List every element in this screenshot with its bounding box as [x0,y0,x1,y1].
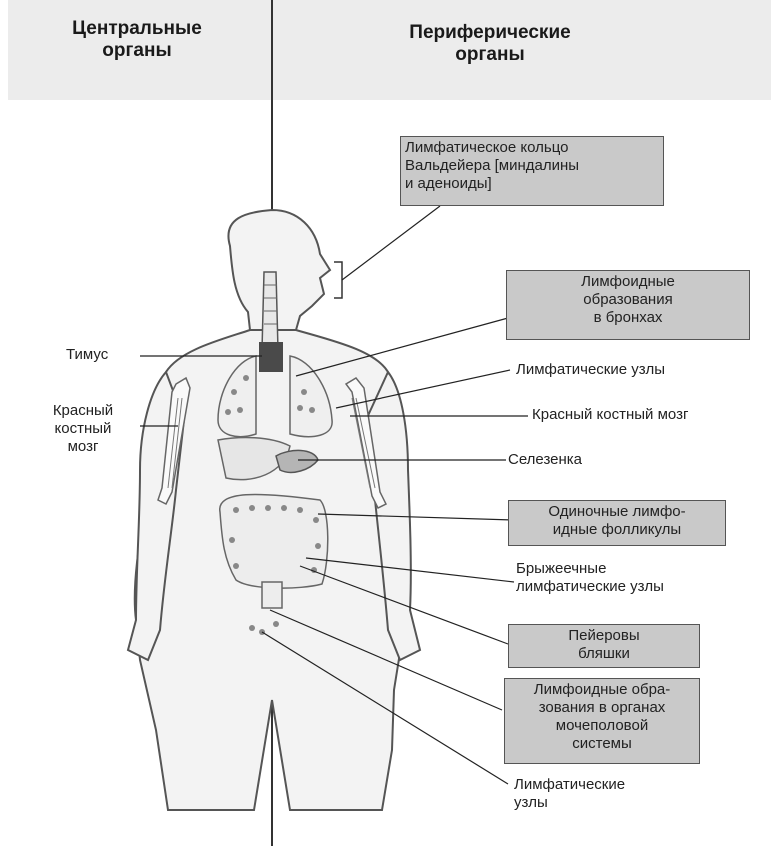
mesenteric-nodes-label: Брыжеечные лимфатические узлы [516,560,664,596]
head [228,210,330,330]
urogenital-lymphoid-label: Лимфоидные обра- зования в органах мочеп… [504,678,700,764]
red-marrow-left-label: Красный костный мозг [38,402,128,456]
waldeyer-bracket [334,262,342,298]
red-marrow-right-label: Красный костный мозг [532,406,688,424]
waldeyer-ring-label: Лимфатическое кольцо Вальдейера [миндали… [400,136,664,206]
bronchial-lymphoid-label: Лимфоидные образования в бронхах [506,270,750,340]
lymph-nodes-lower-label: Лимфатические узлы [514,776,625,812]
thymus-shape [259,342,283,372]
bladder [262,582,282,608]
lymph-nodes-upper-label: Лимфатические узлы [516,361,665,379]
solitary-follicles-label: Одиночные лимфо- идные фолликулы [508,500,726,546]
peyer-patches-label: Пейеровы бляшки [508,624,700,668]
spleen-label: Селезенка [508,451,582,469]
thymus-label: Тимус [66,346,108,364]
